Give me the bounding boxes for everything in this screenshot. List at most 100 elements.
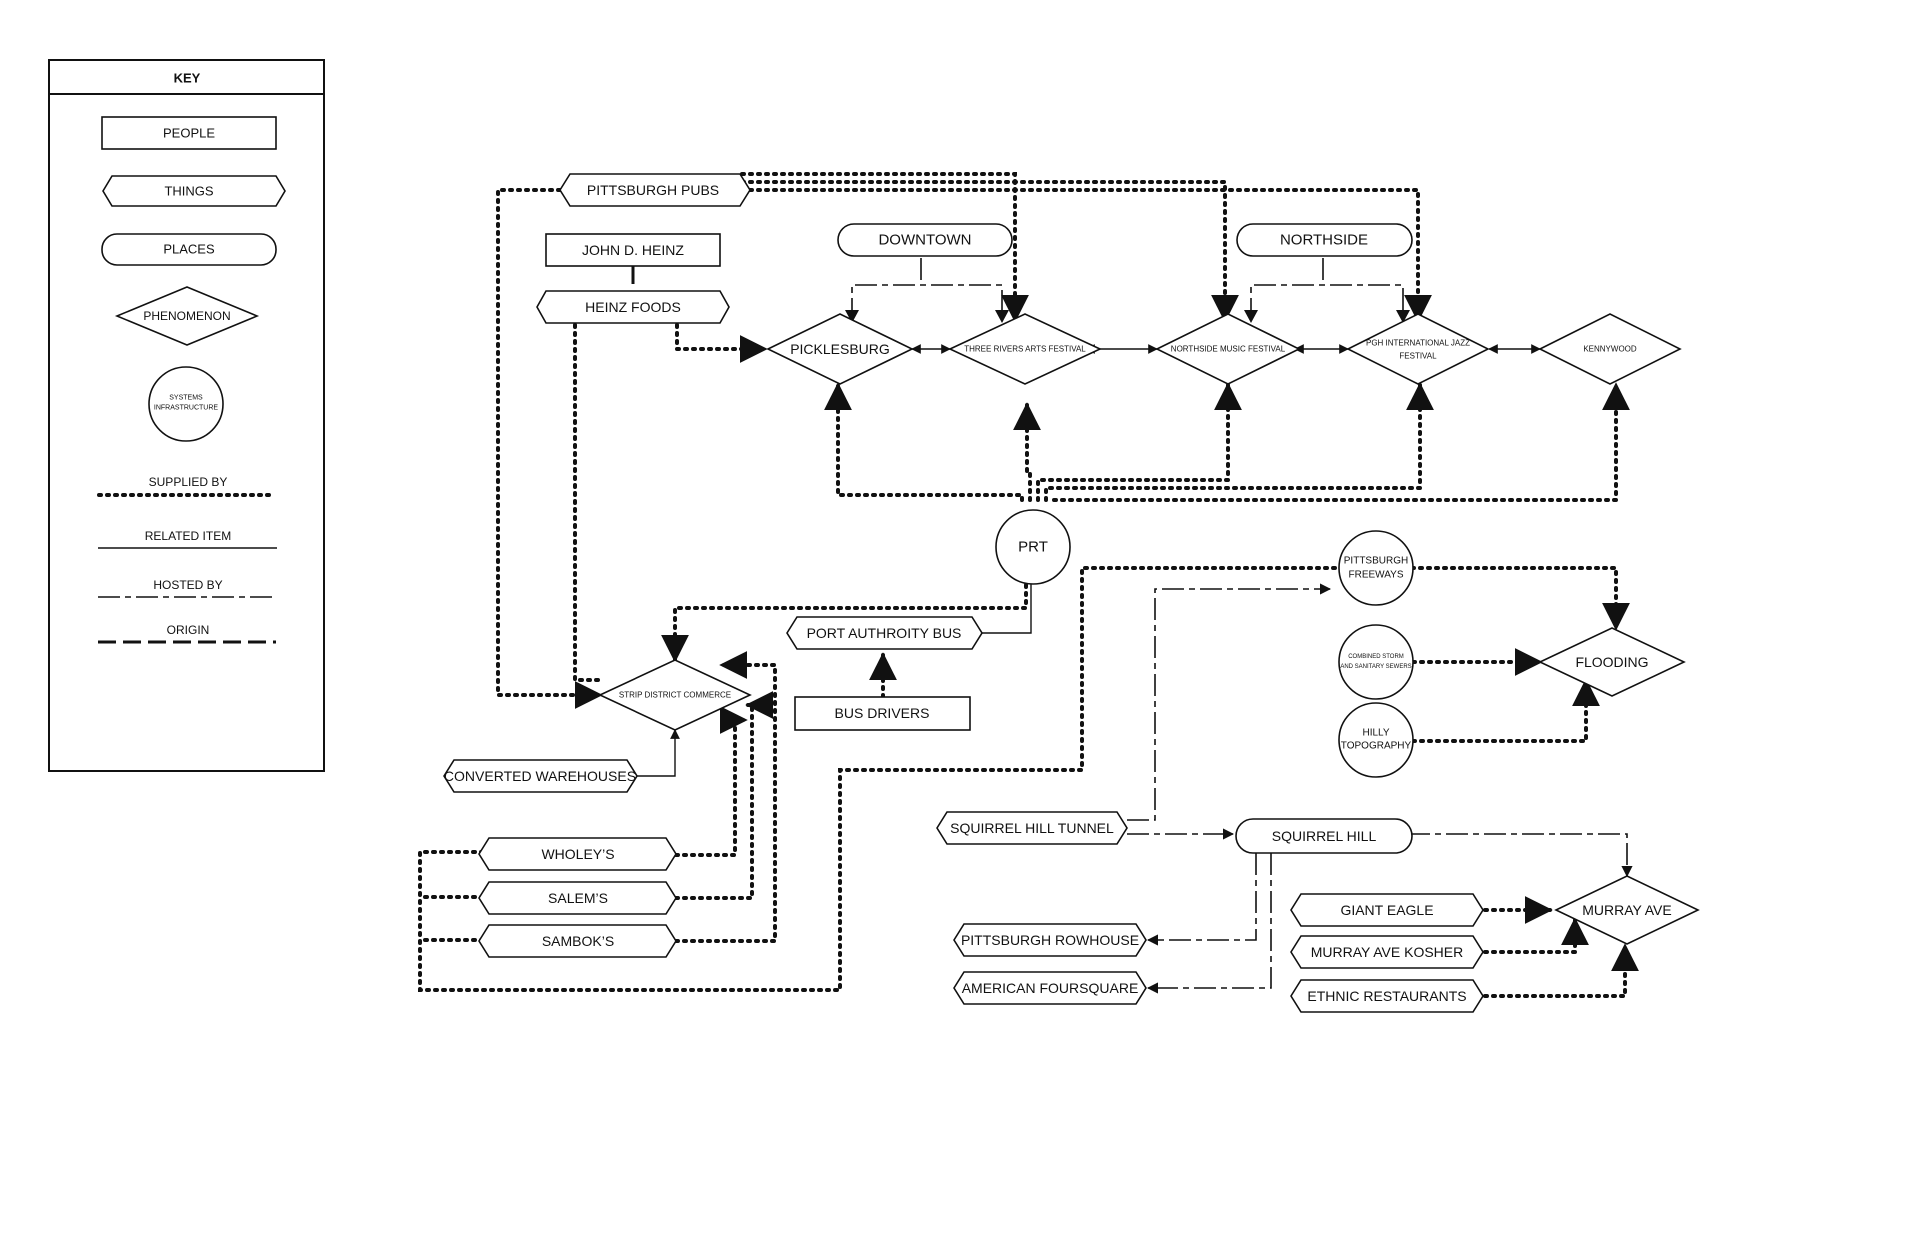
- node-jazz-festival-label-1: PGH INTERNATIONAL JAZZ: [1366, 339, 1470, 348]
- connector-prt-three-rivers: [1013, 402, 1041, 502]
- legend-phenomenon-label: PHENOMENON: [143, 309, 230, 323]
- node-jazz-festival-label-2: FESTIVAL: [1399, 352, 1437, 361]
- node-hilly-topography: [1338, 702, 1414, 778]
- legend-phenomenon-diamond: [114, 286, 260, 346]
- node-downtown: [837, 223, 1013, 257]
- connector-prt-jazz: [1044, 382, 1434, 502]
- node-american-foursquare-label: AMERICAN FOURSQUARE: [962, 980, 1139, 996]
- node-prt: [995, 509, 1071, 585]
- node-john-heinz: [545, 233, 721, 267]
- node-samboks-label: SAMBOK’S: [542, 933, 614, 949]
- node-port-authority-bus: [786, 616, 983, 650]
- node-samboks: [478, 924, 677, 958]
- connector-pubs-three-rivers: [740, 172, 1029, 323]
- node-strip-district: [598, 659, 752, 731]
- node-squirrel-hill-tunnel-label: SQUIRREL HILL TUNNEL: [950, 820, 1114, 836]
- node-strip-district-label: STRIP DISTRICT COMMERCE: [619, 691, 731, 700]
- node-three-rivers-label: THREE RIVERS ARTS FESTIVAL: [964, 345, 1086, 354]
- legend-people-label: PEOPLE: [163, 126, 215, 141]
- connector-freeways-flooding: [1410, 566, 1630, 631]
- node-squirrel-hill-label: SQUIRREL HILL: [1272, 828, 1377, 844]
- connector-northside-hosts: [1250, 258, 1404, 320]
- node-port-authority-bus-label: PORT AUTHROITY BUS: [807, 625, 962, 641]
- connector-pubs-strip: [496, 188, 603, 709]
- connector-wholeys-strip: [674, 706, 748, 857]
- node-three-rivers: [948, 313, 1102, 385]
- node-combined-sewers-label-1: COMBINED STORM: [1348, 654, 1404, 660]
- connector-squirrel-hill-rowhouse: [1146, 853, 1257, 946]
- node-converted-warehouses: [443, 759, 638, 793]
- node-pittsburgh-freeways: [1338, 530, 1414, 606]
- node-jazz-festival: [1346, 313, 1490, 385]
- node-picklesburg: [766, 313, 914, 385]
- node-pittsburgh-pubs-label: PITTSBURGH PUBS: [587, 182, 719, 198]
- node-wholeys: [478, 837, 677, 871]
- node-murray-ave-label: MURRAY AVE: [1582, 902, 1671, 918]
- node-salems-label: SALEM’S: [548, 890, 608, 906]
- node-heinz-foods-label: HEINZ FOODS: [585, 299, 681, 315]
- connector-samboks-strip: [674, 651, 777, 943]
- node-john-heinz-label: JOHN D. HEINZ: [582, 242, 684, 258]
- node-kennywood: [1538, 313, 1682, 385]
- node-hilly-label-1: HILLY: [1362, 728, 1389, 739]
- node-converted-warehouses-label: CONVERTED WAREHOUSES: [444, 768, 636, 784]
- node-freeways-label-1: PITTSBURGH: [1344, 556, 1408, 567]
- node-kennywood-label: KENNYWOOD: [1583, 345, 1637, 354]
- node-pittsburgh-rowhouse-label: PITTSBURGH ROWHOUSE: [961, 932, 1139, 948]
- connector-prt-northside-music: [1036, 382, 1242, 502]
- node-giant-eagle-label: GIANT EAGLE: [1340, 902, 1433, 918]
- node-northside: [1236, 223, 1413, 257]
- node-combined-sewers-label-2: AND SANITARY SEWERS: [1340, 664, 1411, 670]
- connector-heinz-strip: [573, 323, 602, 682]
- legend-places-label: PLACES: [163, 242, 215, 257]
- connector-freeways-route: [418, 566, 1342, 992]
- node-ethnic-restaurants-label: ETHNIC RESTAURANTS: [1307, 988, 1466, 1004]
- connector-prt-strip: [661, 583, 1028, 663]
- node-american-foursquare: [953, 971, 1147, 1005]
- node-heinz-foods: [536, 290, 730, 324]
- connector-salems-strip: [674, 691, 774, 900]
- node-bus-drivers-label: BUS DRIVERS: [835, 705, 930, 721]
- connector-kosher-murray: [1483, 917, 1589, 954]
- legend-people-box: [101, 116, 277, 150]
- connectors: [418, 172, 1639, 998]
- node-murray-ave-kosher-label: MURRAY AVE KOSHER: [1311, 944, 1463, 960]
- node-flooding-label: FLOODING: [1575, 654, 1648, 670]
- connector-ethnic-murray: [1483, 943, 1639, 998]
- legend-hosted-label: HOSTED BY: [153, 578, 222, 592]
- connector-warehouses-strip: [637, 729, 680, 777]
- node-flooding: [1538, 627, 1686, 697]
- node-murray-ave: [1554, 875, 1700, 945]
- legend-origin-label: ORIGIN: [167, 623, 210, 637]
- legend-systems-circle: [148, 366, 224, 442]
- connector-pubs-northside-music: [740, 180, 1239, 323]
- node-northside-music: [1155, 313, 1301, 385]
- node-freeways-label-2: FREEWAYS: [1348, 570, 1403, 581]
- legend-places-pill: [101, 233, 277, 266]
- connector-prt-picklesburg: [824, 382, 1024, 502]
- connector-pubs-jazz: [740, 188, 1432, 323]
- node-squirrel-hill-tunnel: [936, 811, 1128, 845]
- node-prt-label: PRT: [1018, 539, 1048, 556]
- node-squirrel-hill: [1235, 818, 1413, 854]
- node-giant-eagle: [1290, 893, 1484, 927]
- legend-title: KEY: [174, 71, 201, 86]
- connector-hilly-flooding: [1411, 678, 1600, 743]
- node-bus-drivers: [794, 696, 971, 731]
- legend-systems-label-2: INFRASTRUCTURE: [154, 405, 218, 412]
- node-ethnic-restaurants: [1290, 979, 1484, 1013]
- nodes: PITTSBURGH PUBS JOHN D. HEINZ HEINZ FOOD…: [443, 173, 1700, 1013]
- legend-things-shape: [102, 175, 286, 207]
- legend-systems-label-1: SYSTEMS: [169, 395, 203, 402]
- connector-downtown-hosts: [851, 258, 1003, 320]
- node-salems: [478, 881, 677, 915]
- node-northside-label: NORTHSIDE: [1280, 232, 1368, 249]
- connector-prt-kennywood: [1052, 382, 1630, 502]
- node-picklesburg-label: PICKLESBURG: [790, 341, 890, 357]
- node-pittsburgh-rowhouse: [953, 923, 1147, 957]
- connector-squirrel-hill-murray: [1408, 833, 1633, 878]
- connector-heinz-picklesburg: [675, 323, 768, 363]
- node-northside-music-label: NORTHSIDE MUSIC FESTIVAL: [1171, 345, 1286, 354]
- node-downtown-label: DOWNTOWN: [878, 232, 971, 249]
